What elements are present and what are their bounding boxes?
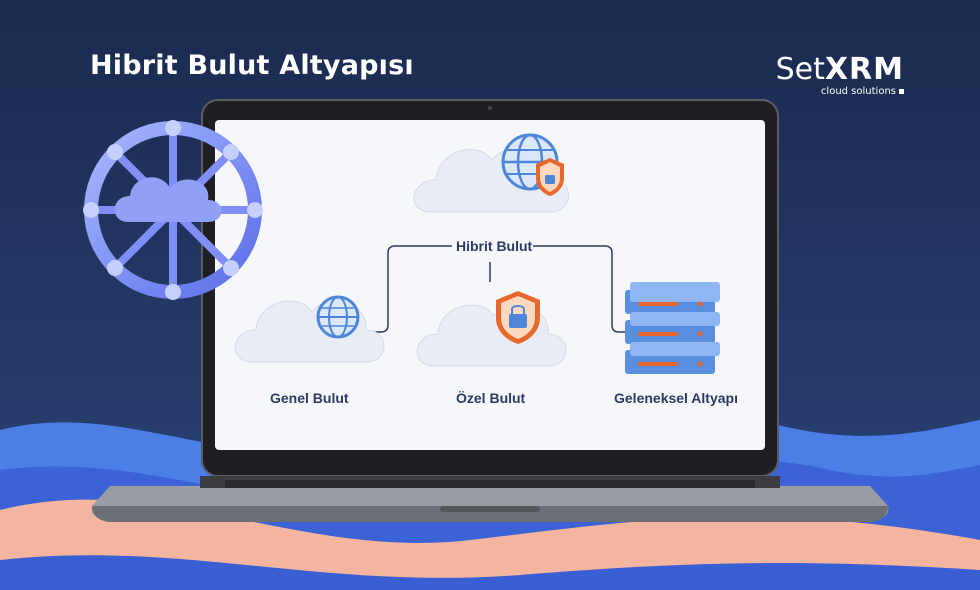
logo-brand-light: Set: [775, 52, 825, 87]
node-label-traditional-infrastructure: Geleneksel Altyapı: [614, 390, 738, 406]
globe-shield-icon: [413, 133, 569, 213]
diagram-root-label: Hibrit Bulut: [456, 238, 533, 254]
node-label-private-cloud: Özel Bulut: [456, 390, 526, 406]
shield-lock-icon: [416, 291, 567, 367]
page-title: Hibrit Bulut Altyapısı: [90, 50, 414, 81]
globe-icon: [234, 295, 385, 363]
logo-tagline-text: cloud solutions: [820, 86, 896, 97]
diagram-connectors: [375, 245, 625, 333]
logo-brand-bold: XRM: [824, 52, 904, 87]
logo-tagline: cloud solutions: [821, 86, 904, 97]
node-label-public-cloud: Genel Bulut: [270, 390, 349, 406]
server-stack-icon: [625, 282, 720, 374]
setxrm-logo: SetXRM cloud solutions: [772, 53, 912, 99]
logo-brand: SetXRM: [776, 53, 904, 87]
